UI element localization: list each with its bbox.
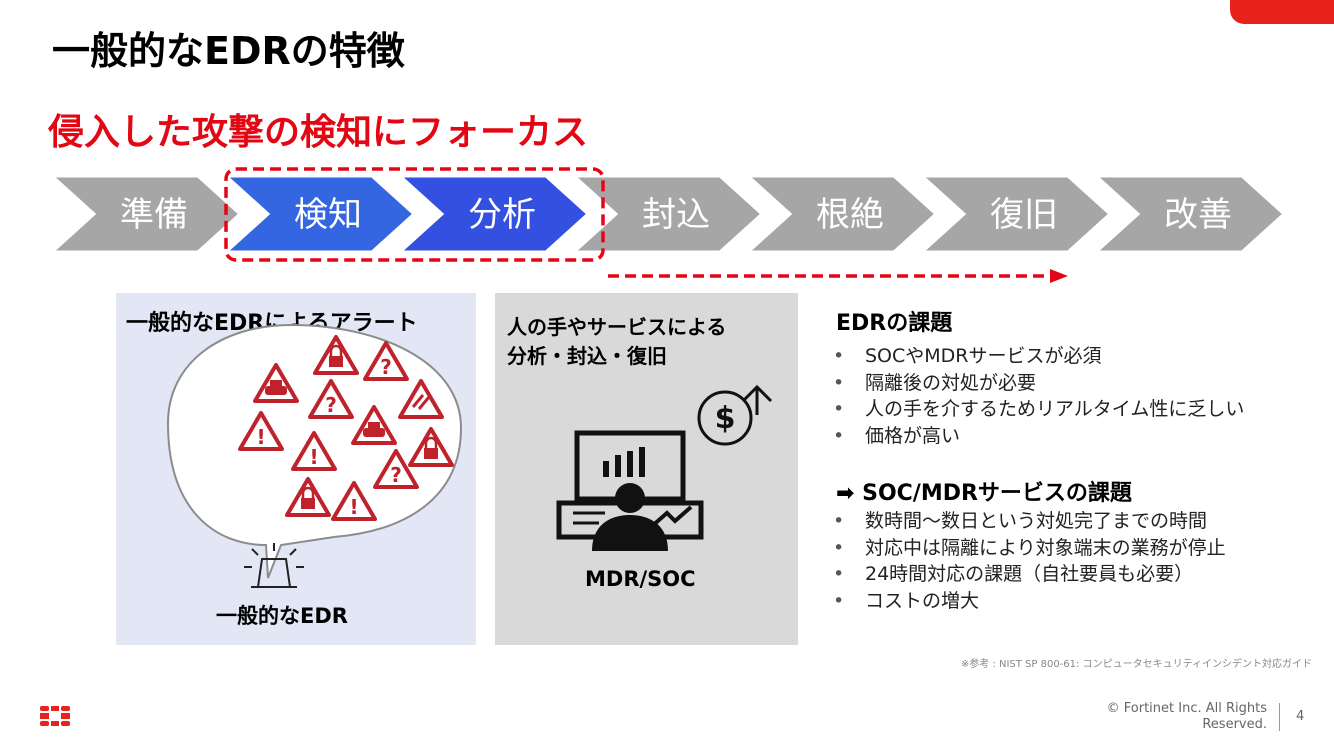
lock-shackle-icon: [329, 344, 343, 356]
list-item: •人の手を介するためリアルタイム性に乏しい: [833, 398, 1245, 420]
svg-text:$: $: [715, 401, 736, 436]
warning-triangle-icon: [363, 341, 409, 381]
lock-icon: [329, 356, 343, 367]
process-step-chevron: [744, 174, 939, 254]
process-step-label: 検知: [294, 195, 362, 235]
page-number: 4: [1296, 709, 1305, 724]
mdr-soc-label: MDR/SOC: [585, 567, 696, 591]
laptop-icon: [556, 500, 704, 540]
warning-triangle-icon: [308, 379, 354, 419]
process-step-label: 復旧: [990, 195, 1058, 235]
question-mark-icon: ?: [390, 463, 402, 487]
process-step-chevron: [918, 174, 1113, 254]
question-mark-icon: ?: [325, 393, 337, 417]
issues-panel: EDRの課題 •SOCやMDRサービスが必須 •隔離後の対処が必要 •人の手を介…: [811, 293, 1311, 645]
lock-icon: [424, 448, 438, 459]
soc-mdr-issues-heading: ➡ SOC/MDRサービスの課題: [836, 481, 1132, 506]
exclamation-icon: !: [256, 425, 265, 449]
tank-turret-icon: [368, 422, 380, 428]
process-chevron-flow: 準備 検知 分析 封込 根絶 復旧 改善: [48, 167, 1287, 262]
process-step-label: 封込: [642, 195, 710, 235]
list-item-text: 24時間対応の課題（自社要員も必要）: [865, 563, 1194, 585]
warning-triangle-icon: [238, 411, 284, 451]
question-mark-icon: ?: [380, 355, 392, 379]
list-item: •数時間〜数日という対処完了までの時間: [833, 510, 1208, 532]
highlight-dashed-box: [224, 167, 605, 262]
copyright-line2: Reserved.: [1202, 717, 1267, 732]
analyst-person-icon: [592, 483, 668, 551]
corner-accent-tab: [1230, 0, 1334, 24]
warning-triangle-icon: [408, 427, 454, 467]
fortinet-logo-icon: [40, 706, 70, 726]
copyright: © Fortinet Inc. All Rights Reserved.: [1060, 701, 1267, 733]
copyright-line1: © Fortinet Inc. All Rights: [1106, 701, 1267, 716]
mdr-title-line2: 分析・封込・復旧: [507, 344, 667, 368]
tank-turret-icon: [270, 380, 282, 386]
lock-shackle-icon: [424, 436, 438, 448]
list-item: •価格が高い: [833, 424, 961, 447]
list-item-text: 人の手を介するためリアルタイム性に乏しい: [865, 398, 1245, 420]
list-item: •24時間対応の課題（自社要員も必要）: [833, 563, 1194, 585]
dollar-icon: $: [697, 384, 773, 446]
process-step-chevron: [48, 174, 243, 254]
soc-issues-list: •数時間〜数日という対処完了までの時間 •対応中は隔離により対象端末の業務が停止…: [833, 508, 1226, 614]
list-item-text: 隔離後の対処が必要: [865, 371, 1037, 394]
list-item: •対応中は隔離により対象端末の業務が停止: [833, 536, 1226, 559]
process-step-label: 改善: [1164, 195, 1232, 235]
edr-issues-list: •SOCやMDRサービスが必須 •隔離後の対処が必要 •人の手を介するためリアル…: [833, 343, 1244, 449]
process-step-chevron: [396, 174, 591, 254]
list-item-text: 数時間〜数日という対処完了までの時間: [865, 510, 1208, 532]
process-step-chevron: [570, 174, 765, 254]
list-item: •隔離後の対処が必要: [833, 371, 1037, 394]
warning-triangle-icon: [313, 335, 359, 375]
lock-shackle-icon: [301, 486, 315, 498]
slide-subtitle: 侵入した攻撃の検知にフォーカス: [48, 112, 589, 153]
list-item-text: SOCやMDRサービスが必須: [865, 345, 1102, 367]
dashed-arrow: [608, 269, 1068, 283]
list-item: •SOCやMDRサービスが必須: [833, 345, 1102, 367]
process-step-label: 分析: [468, 195, 536, 235]
analyst-illustration: $: [556, 384, 773, 551]
siren-icon: [244, 543, 304, 588]
tank-icon: [265, 386, 287, 395]
footnote: ※参考 : NIST SP 800-61: コンピュータセキュリティインシデント…: [960, 659, 1312, 670]
exclamation-icon: !: [309, 445, 318, 469]
warning-triangle-icon: [373, 449, 419, 489]
alerts-illustration: ??!!?!: [166, 323, 463, 588]
list-item-text: コストの増大: [865, 589, 980, 612]
edr-issues-heading: EDRの課題: [836, 311, 953, 336]
list-item: •コストの増大: [833, 589, 980, 612]
list-item-text: 対応中は隔離により対象端末の業務が停止: [865, 536, 1226, 559]
alerts-panel: 一般的なEDRによるアラート ??!!?! 一般的なEDR: [116, 293, 476, 645]
process-step-chevron: [222, 174, 417, 254]
mdr-panel: 人の手やサービスによる 分析・封込・復旧 $ MDR/SOC: [495, 293, 798, 645]
slide-title: 一般的なEDRの特徴: [52, 29, 405, 73]
process-step-label: 根絶: [816, 195, 884, 235]
mdr-title-line1: 人の手やサービスによる: [507, 315, 727, 339]
generic-edr-caption: 一般的なEDR: [216, 604, 348, 628]
warning-triangle-icon: [285, 477, 331, 517]
footer-divider: [1279, 703, 1280, 731]
warning-triangle-icon: [291, 431, 337, 471]
tank-icon: [363, 428, 385, 437]
lock-icon: [301, 498, 315, 509]
warning-triangle-icon: [331, 481, 377, 521]
process-step-chevron: [1092, 174, 1287, 254]
list-item-text: 価格が高い: [865, 424, 961, 447]
process-step-label: 準備: [120, 195, 188, 235]
broken-link-icon: [411, 394, 431, 410]
mdr-panel-title: 人の手やサービスによる 分析・封込・復旧: [507, 313, 726, 371]
exclamation-icon: !: [349, 495, 358, 519]
